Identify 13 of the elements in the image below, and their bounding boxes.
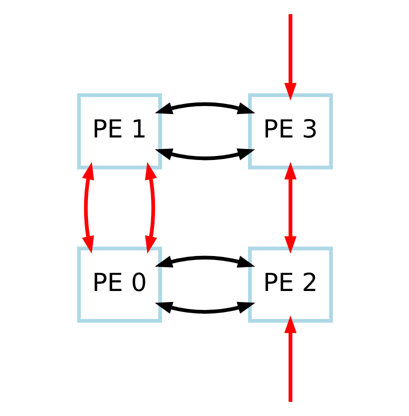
arrow [154, 256, 255, 268]
arrow [284, 14, 296, 101]
node-box: PE 3 [248, 93, 332, 170]
arrow [284, 162, 296, 254]
node-box: PE 2 [248, 246, 332, 323]
node-box: PE 0 [76, 246, 162, 323]
arrow [154, 102, 255, 114]
arrow [82, 162, 94, 254]
arrow [154, 302, 255, 314]
arrow [284, 315, 296, 402]
arrow [154, 148, 255, 160]
node-box: PE 1 [76, 93, 162, 170]
arrow [144, 162, 157, 254]
